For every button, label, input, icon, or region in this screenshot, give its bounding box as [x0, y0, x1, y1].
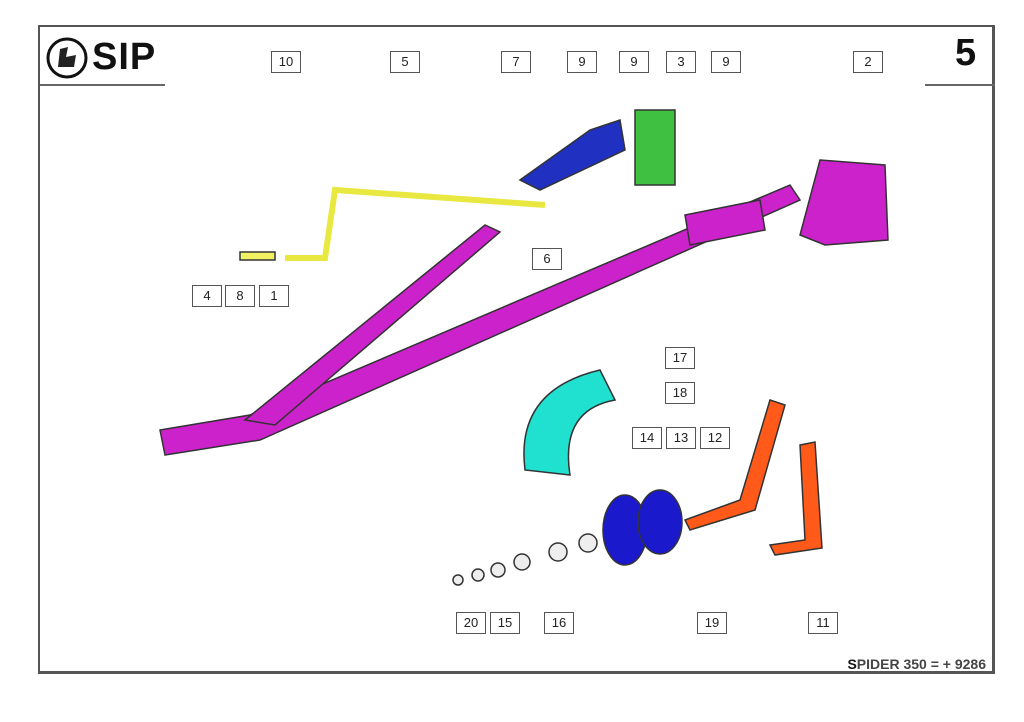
- callout-11: 11: [808, 612, 838, 634]
- callout-6: 6: [532, 248, 562, 270]
- callout-14: 14: [632, 427, 662, 449]
- callout-9: 9: [619, 51, 649, 73]
- callout-15: 15: [490, 612, 520, 634]
- bearing-2: [578, 533, 598, 553]
- callout-9: 9: [567, 51, 597, 73]
- wheel-rim-2: [637, 489, 683, 555]
- callout-17: 17: [665, 347, 695, 369]
- axle-12: [683, 399, 786, 531]
- callout-4: 4: [192, 285, 222, 307]
- callout-10: 10: [271, 51, 301, 73]
- callout-2: 2: [853, 51, 883, 73]
- callout-8: 8: [225, 285, 255, 307]
- mount-bracket: [799, 159, 889, 246]
- page-frame: [38, 25, 995, 674]
- callout-19: 19: [697, 612, 727, 634]
- callout-1: 1: [259, 285, 289, 307]
- bearing-16: [548, 542, 568, 562]
- model-prefix: S: [847, 656, 857, 672]
- pin-10: [239, 251, 276, 261]
- callout-13: 13: [666, 427, 696, 449]
- callout-9: 9: [711, 51, 741, 73]
- bracket-plate: [634, 109, 676, 186]
- header-rule-left: [40, 84, 165, 86]
- pin-sleeve: [518, 119, 626, 191]
- callout-18: 18: [665, 382, 695, 404]
- callout-5: 5: [390, 51, 420, 73]
- model-text: PIDER 350 = + 9286: [856, 656, 986, 672]
- washer: [471, 568, 485, 582]
- seal-15: [490, 562, 506, 578]
- sip-logo: SIP: [46, 36, 156, 79]
- drawbar-bracket: [684, 199, 766, 246]
- header-rule-right: [925, 84, 995, 86]
- nut-20: [452, 574, 464, 586]
- callout-20: 20: [456, 612, 486, 634]
- bearing: [513, 553, 531, 571]
- callout-7: 7: [501, 51, 531, 73]
- axle-11: [768, 441, 823, 556]
- tyre: [523, 369, 617, 476]
- brand-name: SIP: [92, 36, 157, 78]
- callout-12: 12: [700, 427, 730, 449]
- sip-emblem-icon: [46, 37, 88, 78]
- spring-pin: [285, 186, 546, 261]
- callout-3: 3: [666, 51, 696, 73]
- page-number: 5: [955, 32, 977, 74]
- model-label: SPIDER 350 = + 9286: [847, 656, 986, 672]
- callout-16: 16: [544, 612, 574, 634]
- drawbar-arm: [243, 224, 502, 426]
